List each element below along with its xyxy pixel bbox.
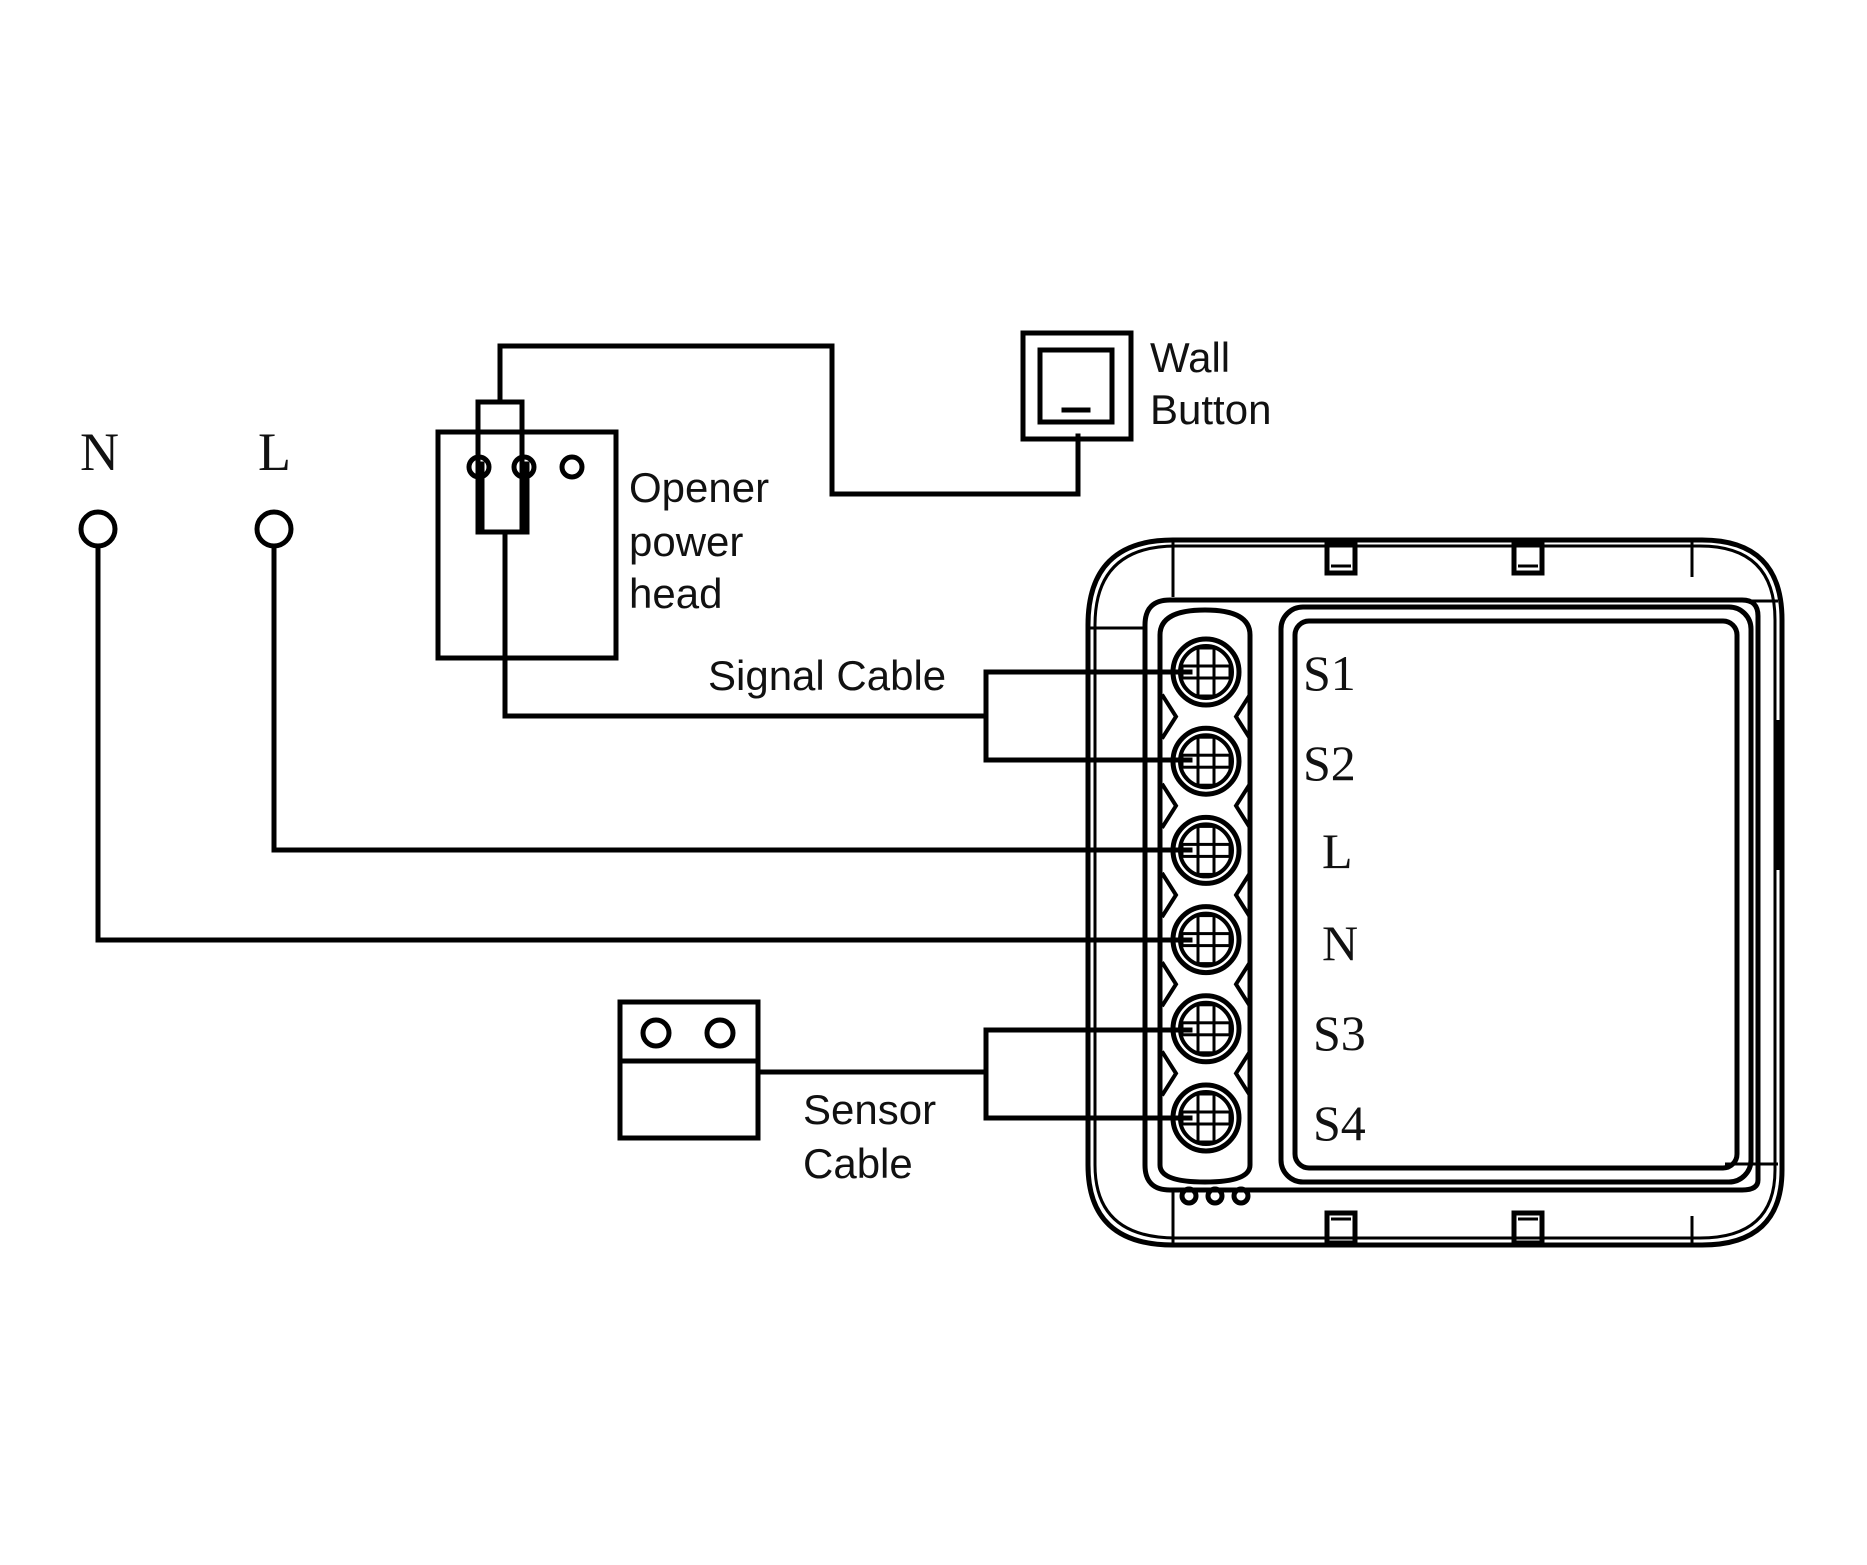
strip-notch xyxy=(1233,782,1252,829)
wall-button-rocker[interactable] xyxy=(1037,347,1115,425)
terminal-screw-s3[interactable] xyxy=(1170,993,1242,1065)
neutral-label: N xyxy=(80,422,119,482)
module-outer-shell-inner-line xyxy=(1093,544,1777,1240)
wall-button[interactable]: Wall Button xyxy=(1020,330,1271,442)
opener-label: Opener power head xyxy=(629,464,781,617)
opener-signal-wire xyxy=(502,529,989,719)
signal-cable-label: Signal Cable xyxy=(708,652,946,699)
sensor: Sensor Cable xyxy=(617,999,948,1187)
opener-housing xyxy=(435,429,619,661)
sensor-contact-1-icon xyxy=(640,1017,672,1049)
terminal-label-l: L xyxy=(1322,823,1353,879)
relay-module: S1 S2 L N S3 S4 xyxy=(1085,537,1785,1248)
sensor-contact-2-icon xyxy=(704,1017,736,1049)
strip-notch xyxy=(1233,1050,1252,1097)
screw-slot-horizontal xyxy=(1180,932,1232,948)
screw-slot-horizontal xyxy=(1180,664,1232,680)
top-clip-1 xyxy=(1324,540,1358,576)
strip-notch xyxy=(1160,961,1179,1008)
module-label-panel-outer xyxy=(1278,604,1754,1185)
screw-slot-vertical xyxy=(1196,824,1216,876)
strip-notch xyxy=(1233,871,1252,919)
module-clips xyxy=(1324,540,1545,1246)
strip-notch xyxy=(1160,693,1179,740)
terminal-screw-s2[interactable] xyxy=(1170,725,1242,797)
screw-slot-horizontal xyxy=(1180,1021,1232,1037)
screw-ring xyxy=(1170,904,1242,976)
sensor-cable-label: Sensor Cable xyxy=(803,1086,948,1187)
neutral-wire xyxy=(95,543,1193,943)
screw-head-icon xyxy=(1178,822,1234,879)
terminal-strip xyxy=(1157,607,1253,1185)
bottom-clip-2 xyxy=(1511,1210,1545,1246)
module-label-panel-inner xyxy=(1292,618,1740,1171)
sensor-housing xyxy=(617,999,761,1141)
screw-head-icon xyxy=(1178,911,1234,968)
terminal-screws xyxy=(1160,636,1252,1154)
wall-button-label: Wall Button xyxy=(1150,334,1271,433)
screw-slot-horizontal xyxy=(1180,753,1232,769)
terminal-screw-s1[interactable] xyxy=(1170,636,1242,708)
led-3-icon xyxy=(1231,1186,1251,1206)
live-terminal-icon xyxy=(254,509,294,549)
screw-head-icon xyxy=(1178,733,1234,790)
screw-ring xyxy=(1170,636,1242,708)
module-inner-frame xyxy=(1142,597,1761,1193)
opener-plug-bottom xyxy=(479,461,530,535)
module-outer-shell xyxy=(1085,537,1785,1248)
screw-ring xyxy=(1170,814,1242,886)
strip-notch xyxy=(1233,961,1252,1008)
screw-ring xyxy=(1170,993,1242,1065)
strip-notch xyxy=(1233,693,1252,740)
strip-notch xyxy=(1160,871,1179,919)
power-supply: N L xyxy=(78,422,294,549)
terminal-label-n: N xyxy=(1322,915,1358,971)
opener-socket-2-icon xyxy=(511,454,537,480)
screw-head-icon xyxy=(1178,1090,1234,1146)
screw-slot-vertical xyxy=(1196,914,1216,966)
top-clip-2 xyxy=(1511,540,1545,576)
live-wire xyxy=(271,543,1193,853)
bottom-clip-1 xyxy=(1324,1210,1358,1246)
screw-slot-horizontal xyxy=(1180,1110,1232,1126)
strip-notch xyxy=(1160,782,1179,829)
screw-slot-horizontal xyxy=(1180,842,1232,858)
terminal-label-s3: S3 xyxy=(1313,1005,1366,1061)
terminal-label-s4: S4 xyxy=(1313,1095,1366,1151)
wall-button-plate[interactable] xyxy=(1020,330,1134,442)
opener-plug-top xyxy=(475,399,525,535)
led-1-icon xyxy=(1179,1186,1199,1206)
screw-ring xyxy=(1170,725,1242,797)
led-2-icon xyxy=(1205,1186,1225,1206)
live-label: L xyxy=(258,422,291,482)
opener-socket-3-icon xyxy=(559,454,585,480)
wall-button-wire xyxy=(497,343,1081,497)
terminal-screw-s4[interactable] xyxy=(1170,1082,1242,1154)
terminal-screw-l[interactable] xyxy=(1170,814,1242,886)
screw-head-icon xyxy=(1178,1000,1234,1057)
screw-slot-vertical xyxy=(1196,735,1216,787)
opener-power-head: Opener power head xyxy=(435,399,781,661)
terminal-screw-n[interactable] xyxy=(1170,904,1242,976)
terminal-label-s1: S1 xyxy=(1303,645,1356,701)
strip-notch xyxy=(1160,1050,1179,1097)
screw-ring xyxy=(1170,1082,1242,1154)
screw-head-icon xyxy=(1178,644,1234,700)
screw-slot-vertical xyxy=(1196,646,1216,698)
wires xyxy=(95,343,1193,1121)
neutral-terminal-icon xyxy=(78,509,118,549)
screw-slot-vertical xyxy=(1196,1003,1216,1055)
opener-socket-1-icon xyxy=(466,454,492,480)
terminal-label-s2: S2 xyxy=(1303,735,1356,791)
screw-slot-vertical xyxy=(1196,1092,1216,1144)
